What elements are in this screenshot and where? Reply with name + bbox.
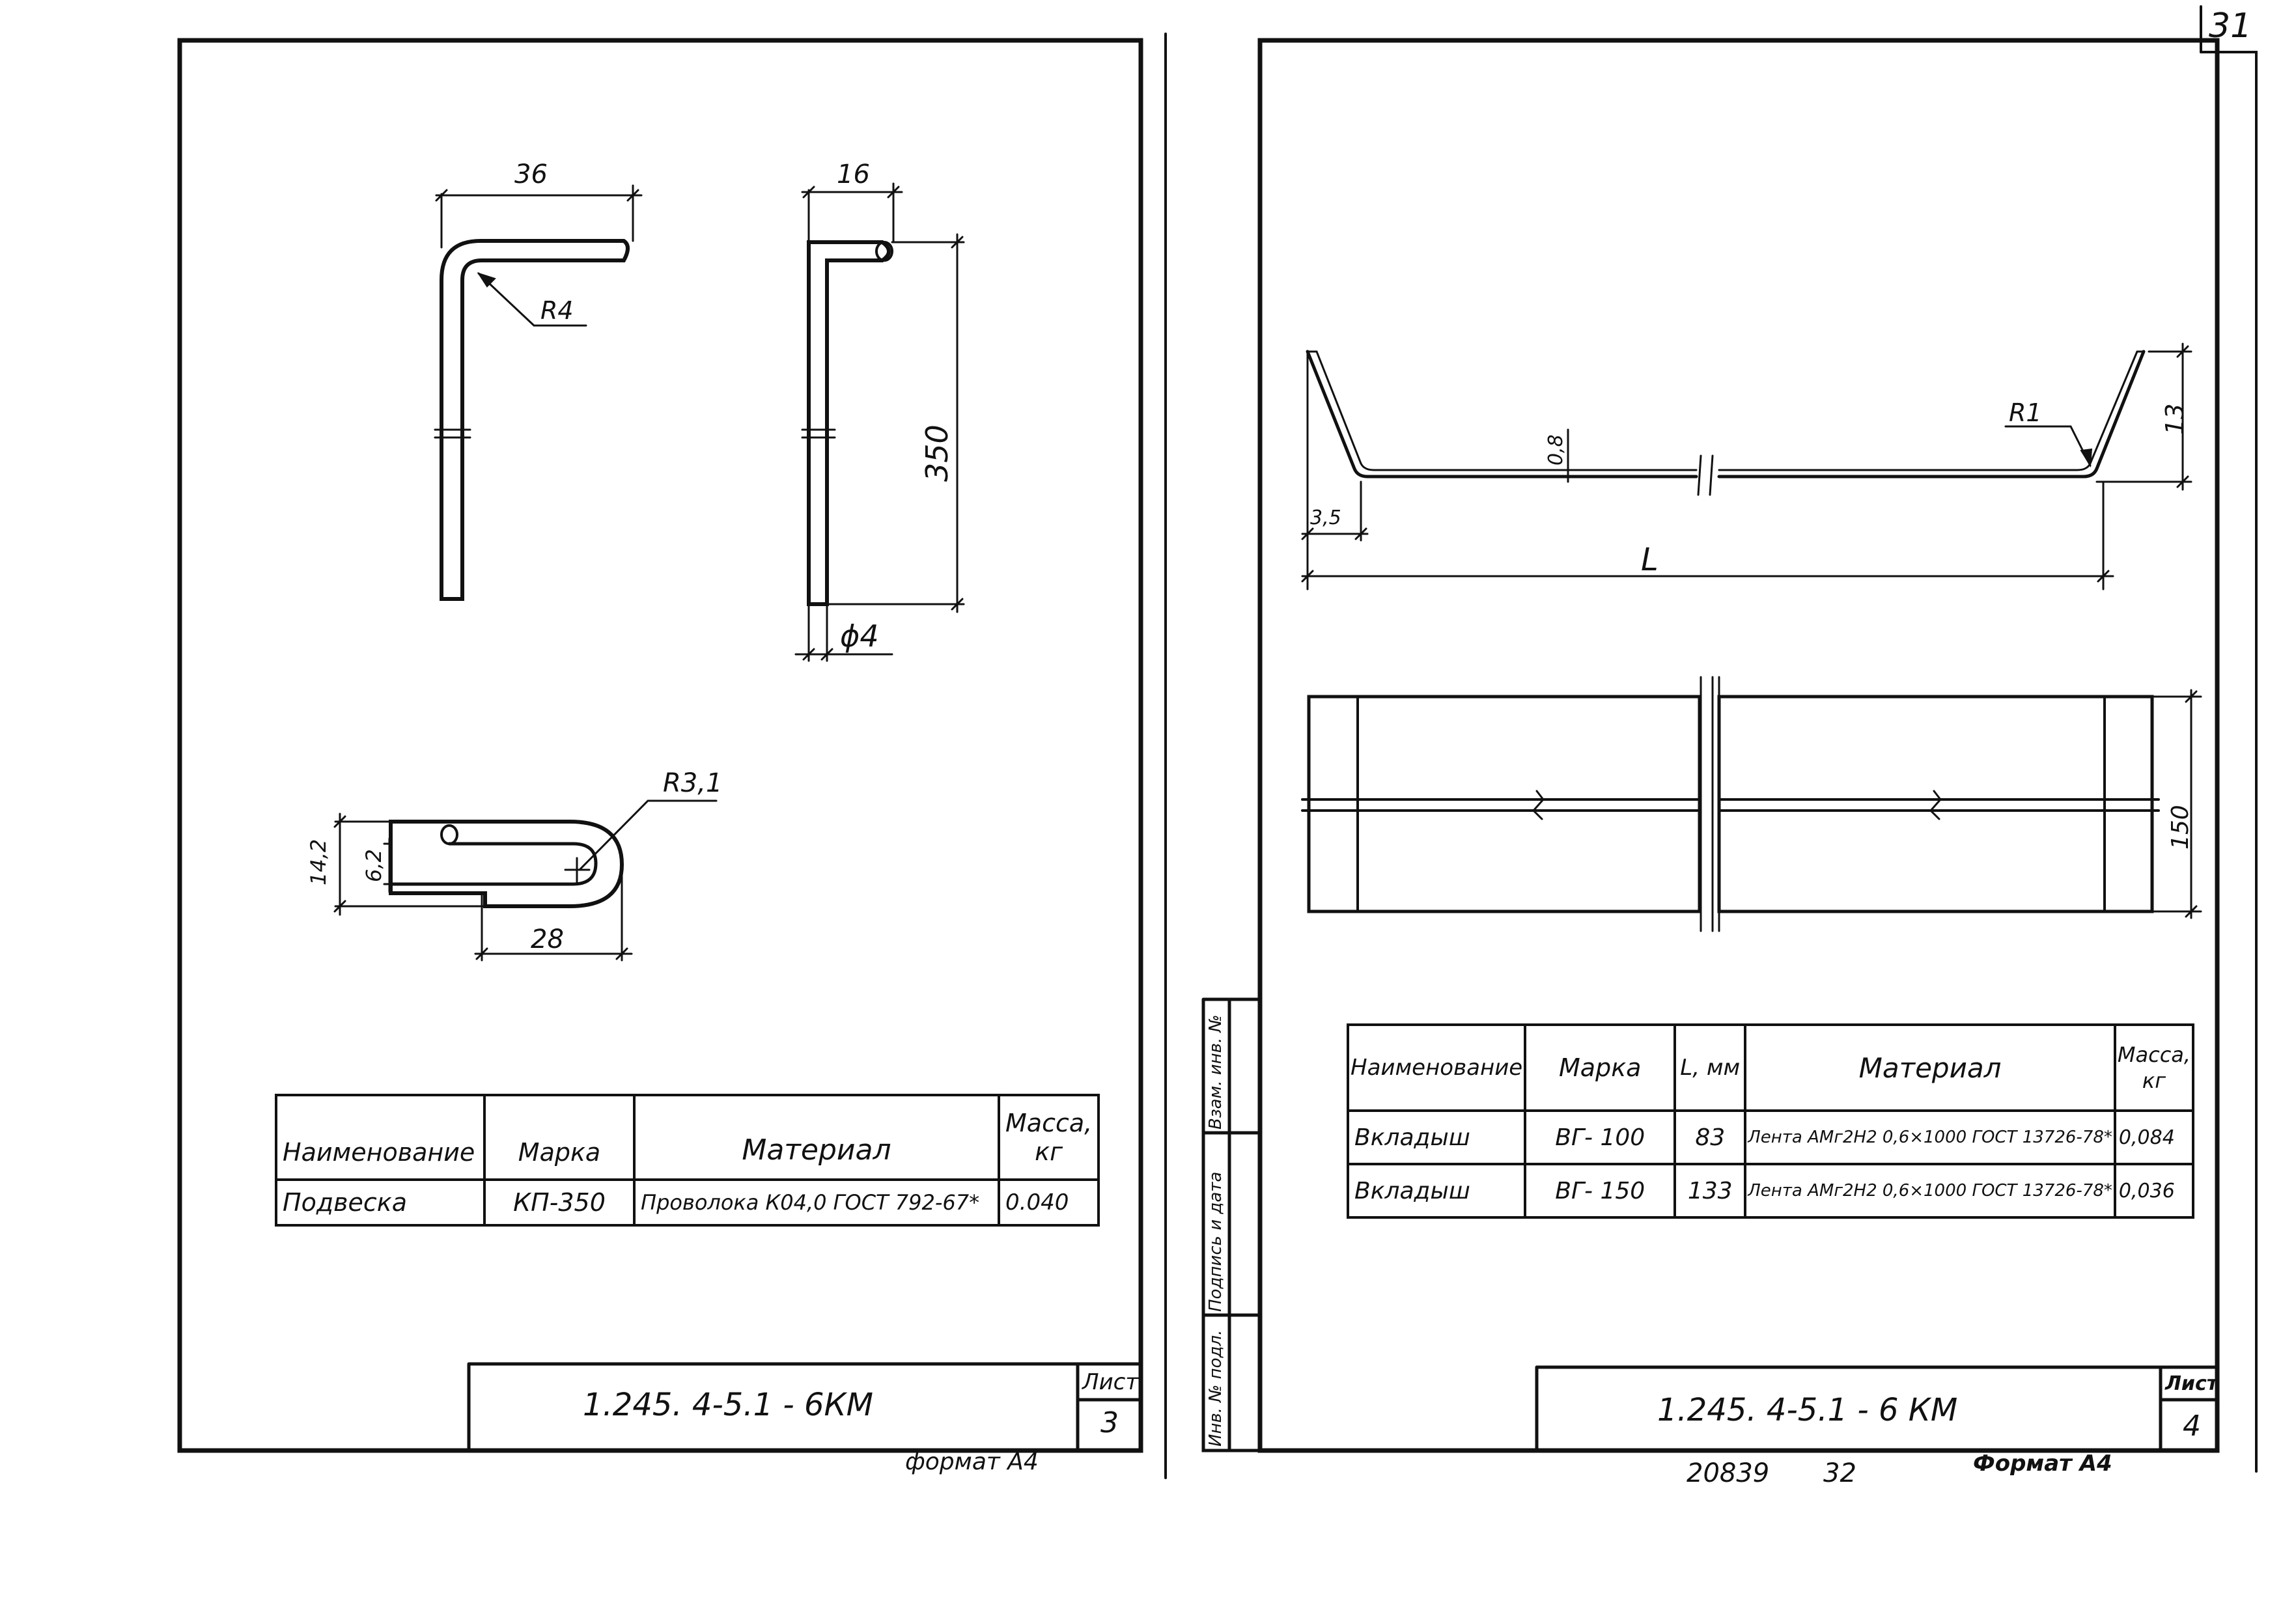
right-sheet-label: Лист [2165,1372,2219,1395]
right-sheet-no: 4 [2183,1410,2201,1443]
liner-profile-drawing [1301,342,2192,590]
header-name: Наименование [275,1094,486,1181]
header-mark: Марка [1524,1023,1677,1112]
cell-name: Подвеска [275,1178,486,1227]
row2-mass: 0,036 [2113,1163,2195,1219]
left-format: формат А4 [905,1449,1039,1475]
dim-width: 150 [2167,805,2194,850]
loop-part-drawing [333,799,718,962]
left-sheet-frame [177,33,1167,1479]
left-spec-table: Наименование Марка Материал Масса, кг По… [275,1094,1100,1227]
header-mark: Марка [483,1094,636,1181]
row1-material: Лента АМг2Н2 0,6×1000 ГОСТ 13726-78* [1744,1109,2116,1165]
header-mass: Масса, кг [2113,1023,2195,1112]
left-sheet-label: Лист [1082,1369,1139,1395]
dim-rod-length: 350 [919,424,955,482]
footer-number-2: 32 [1823,1458,1856,1488]
cell-mass: 0.040 [997,1178,1100,1227]
dim-height: 13 [2161,403,2189,435]
dim-offset: 3,5 [1310,507,1341,529]
row1-mark: ВГ- 100 [1524,1109,1677,1165]
right-format: Формат А4 [1973,1451,2112,1477]
left-drawing-code: 1.245. 4-5.1 - 6КМ [583,1387,873,1423]
right-spec-table: Наименование Марка L, мм Материал Масса,… [1346,1023,2195,1219]
row2-length: 133 [1673,1163,1747,1219]
stamp-signature-date: Подпись и дата [1206,1171,1225,1312]
liner-plan-drawing [1301,676,2202,932]
row1-name: Вкладыш [1346,1109,1527,1165]
row2-mark: ВГ- 150 [1524,1163,1677,1219]
stamp-original-inv: Инв. № подл. [1206,1329,1225,1447]
dim-length: L [1641,542,1659,578]
cell-material: Проволока К04,0 ГОСТ 792-67* [633,1178,1000,1227]
dim-hook-radius: R4 [540,296,574,325]
left-sheet-no: 3 [1100,1406,1119,1439]
header-name: Наименование [1346,1023,1527,1112]
dim-loop-outer: 14,2 [306,839,331,885]
sheet-number: 31 [2209,7,2252,46]
dim-radius: R1 [2009,398,2042,427]
left-title-block [467,1362,1143,1452]
stamp-replace-inv: Взам. инв. № [1206,1014,1225,1130]
dim-hook-width: 36 [514,160,548,189]
row2-name: Вкладыш [1346,1163,1527,1219]
row1-mass: 0,084 [2113,1109,2195,1165]
right-sheet-frame [1201,5,2258,1473]
dim-loop-length: 28 [531,924,564,954]
right-drawing-code: 1.245. 4-5.1 - 6 КМ [1657,1392,1958,1428]
dim-rod-diameter: ϕ4 [840,618,879,654]
rod-part-drawing [794,182,965,662]
dim-thickness: 0,8 [1545,434,1567,465]
hook-part-drawing [434,184,643,601]
header-mass: Масса, кг [997,1094,1100,1181]
cell-mark: КП-350 [483,1178,636,1227]
header-material: Материал [633,1094,1000,1181]
dim-loop-radius: R3,1 [663,768,723,798]
footer-number-1: 20839 [1687,1458,1770,1488]
row2-material: Лента АМг2Н2 0,6×1000 ГОСТ 13726-78* [1744,1163,2116,1219]
dim-rod-top: 16 [837,160,870,189]
header-length: L, мм [1673,1023,1747,1112]
header-material: Материал [1744,1023,2116,1112]
dim-loop-inner: 6,2 [361,849,386,882]
right-title-block [1535,1365,2219,1452]
row1-length: 83 [1673,1109,1747,1165]
